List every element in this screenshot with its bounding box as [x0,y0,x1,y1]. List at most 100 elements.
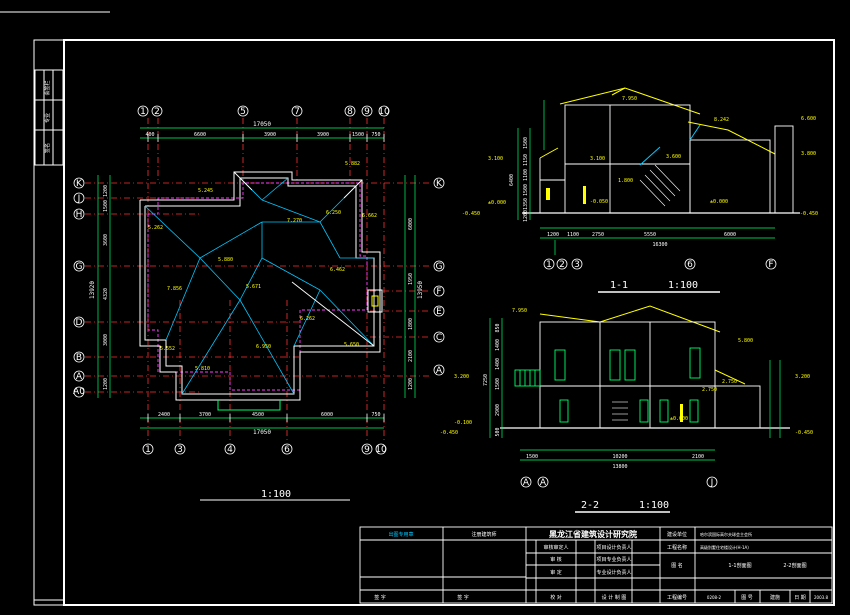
plan-right-dim: 2100 [408,350,414,362]
tb-sign-2: 签 字 [457,594,469,601]
plan-axis-right: E [436,307,442,317]
s1-elev: 3.600 [666,154,681,160]
s2-elev: 3.200 [795,374,810,380]
plan-right-dim: 1800 [408,318,414,330]
plan-left-dim: 4320 [103,288,109,300]
s2-elev: 7.950 [512,308,527,314]
plan-elev: 5.880 [218,257,233,263]
plan-axis-top: 1 [140,107,146,117]
plan-elev: 6.250 [326,210,341,216]
plan-axis-bottom: 6 [284,445,290,455]
plan-axis-top: 9 [364,107,370,117]
s1-elev: -0.050 [590,199,608,205]
plan-left-dim: 3600 [103,234,109,246]
s1-elev: ±0.000 [710,199,728,205]
side-label-2: 专业 [44,113,51,123]
plan-axis-top: 5 [240,107,246,117]
s1-elev: 6.600 [801,116,816,122]
tb-row2b: 项目专业负责人 [596,556,631,563]
s2-elev: 2.750 [722,379,737,385]
s2-left-dim: 850 [495,323,501,332]
plan-axis-bottom: 3 [177,445,183,455]
plan-axis-top: 7 [294,107,300,117]
plan-elev: 6.462 [330,267,345,273]
tb-name-value: 高级别墅住宅楼设计(H-1A) [700,544,749,550]
s1-dim: 6000 [724,232,736,238]
tb-date-label: 日 期 [794,595,806,601]
tb-drawing-value-1: 1-1剖面图 [728,562,751,569]
tb-drawing-label: 图 名 [671,562,683,569]
tb-row2a: 审 核 [550,556,562,563]
plan-bottom-dim: 6000 [321,412,333,418]
s2-left-dim: 1400 [495,339,501,351]
s1-axis: 3 [574,260,580,270]
s1-left-dim: 1500 [523,137,529,149]
plan-axis-bottom: 9 [364,445,370,455]
tb-stamp: 出图专用章 [388,531,413,538]
s1-elev: -0.450 [800,211,818,217]
s2-elev: -0.450 [440,430,458,436]
plan-elev: 6.262 [300,316,315,322]
plan-top-dim: 6600 [194,132,206,138]
tb-row1b: 项目设计负责人 [596,544,631,551]
s1-dim: 2750 [592,232,604,238]
s2-dim: 10200 [612,454,627,460]
title-block [359,526,833,604]
s2-elev: 2.750 [702,387,717,393]
plan-axis-left: A0 [73,387,85,397]
section-1-1: 7.950 8.242 3.600 3.100 3.100 1.800 -0.0… [462,87,818,293]
s2-elev: 3.200 [454,374,469,380]
plan-left-overall: 13920 [89,281,96,299]
s2-left-dim: 1500 [495,378,501,390]
s2-scale: 1:100 [639,500,669,511]
s2-dim: 2100 [692,454,704,460]
plan-axis-top: 8 [347,107,353,117]
plan-bottom-dim: 2400 [158,412,170,418]
tb-name-label: 工程名称 [667,544,687,551]
plan-elev: 6.950 [256,344,271,350]
tb-row4b: 设 计 制 图 [602,594,627,601]
s1-elev: 3.100 [488,156,503,162]
s1-elev: 8.242 [714,117,729,123]
plan-elev: 7.856 [167,286,182,292]
s1-scale: 1:100 [668,280,698,291]
tb-institute: 黑龙江省建筑设计研究院 [549,529,637,539]
plan-bottom-overall: 17050 [253,429,271,436]
tb-row3a: 审 定 [550,569,562,576]
plan-left-dim: 3000 [103,334,109,346]
s1-elev: ±0.000 [488,200,506,206]
s1-elev: 3.100 [590,156,605,162]
plan-axis-bottom: 10 [375,445,387,455]
tb-date-value: 2003.8 [814,595,828,600]
plan-left-dim: 1200 [103,378,109,390]
s1-axis: 6 [687,260,693,270]
plan-right-overall: 13950 [417,281,424,299]
plan-top-dim: 3900 [264,132,276,138]
plan-elev: 5.262 [148,225,163,231]
s2-left-total: 7250 [483,374,489,386]
plan-axis-right: F [436,287,441,297]
s1-axis: 1 [546,260,552,270]
plan-axis-left: H [76,210,83,220]
plan-scale: 1:100 [261,489,291,500]
plan-axis-left: K [76,179,83,189]
plan-top-dim: 1500 [352,132,364,138]
plan-axis-right: A [436,366,443,376]
plan-bottom-dim: 750 [371,412,380,418]
tb-project-label: 建设单位 [667,531,687,538]
plan-axis-left: G [76,262,83,272]
s1-left-dim: 1200 [523,210,529,222]
plan-axis-top: 2 [154,107,160,117]
plan-axis-left: J [77,194,81,204]
plan-top-dim: 400 [145,132,154,138]
plan-top-dim: 750 [371,132,380,138]
tb-project-value: 哈尔滨国际高尔夫球会主会所 [700,531,752,537]
s1-overall: 16300 [652,242,667,248]
plan-axis-left: D [76,318,83,328]
s2-left-dim: 500 [495,427,501,436]
roof-plan: 17050 400 6600 3900 3900 1500 750 2400 3… [73,105,445,501]
s2-axis: A [540,478,547,488]
tb-row3b: 专业设计负责人 [596,569,631,576]
s1-left-dim: 1150 [523,154,529,166]
